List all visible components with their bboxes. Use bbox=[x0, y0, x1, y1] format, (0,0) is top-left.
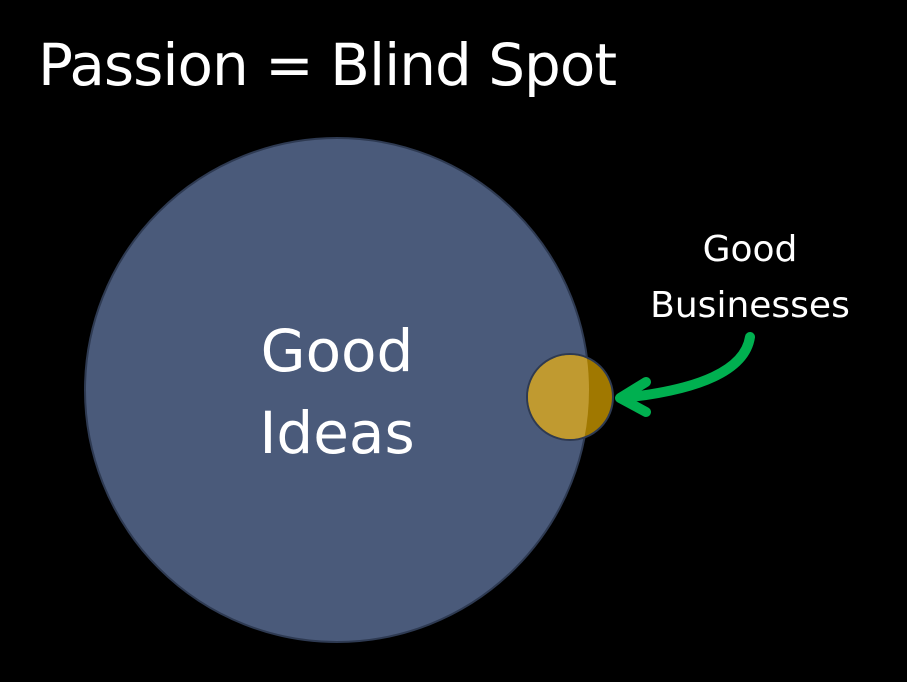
label-line: Ideas bbox=[259, 399, 415, 467]
label-line: Businesses bbox=[650, 285, 850, 326]
arrow-head-icon bbox=[615, 377, 651, 417]
label-line: Good bbox=[260, 317, 414, 385]
good-businesses-label: Good Businesses bbox=[630, 222, 870, 334]
overlap-region bbox=[528, 355, 589, 439]
arrow-icon bbox=[617, 332, 755, 403]
good-ideas-label: Good Ideas bbox=[187, 310, 487, 474]
slide-title: Passion = Blind Spot bbox=[38, 31, 617, 99]
label-line: Good bbox=[702, 229, 798, 270]
